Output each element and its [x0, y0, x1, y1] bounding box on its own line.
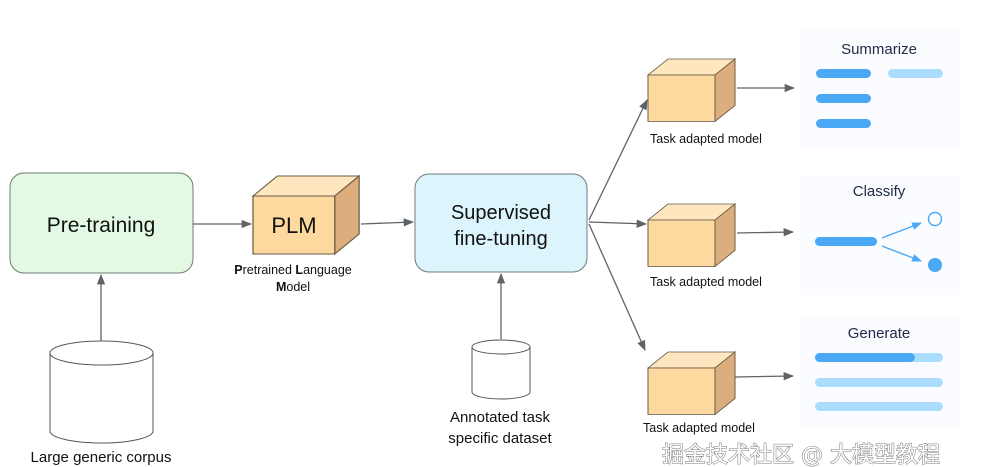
dataset-label-line1: Annotated task	[450, 409, 551, 426]
class-open-circle-icon	[927, 211, 943, 227]
classify-arrow	[881, 245, 922, 262]
classify-panel	[800, 175, 960, 295]
corpus-label: Large generic corpus	[31, 449, 172, 466]
dataset-cylinder-icon	[471, 339, 531, 400]
finetune-label-line2: fine-tuning	[454, 228, 547, 250]
classify-title: Classify	[853, 183, 906, 200]
summary-bar	[888, 69, 943, 78]
plm-label: PLM	[271, 213, 316, 238]
generate-bar	[815, 402, 943, 411]
task-model-label: Task adapted model	[650, 132, 762, 146]
generate-bar-progress	[815, 353, 915, 362]
finetune-to-model1-arrow	[588, 99, 648, 221]
task-model-label: Task adapted model	[650, 275, 762, 289]
generate-title: Generate	[848, 325, 911, 342]
finetune-to-model3-arrow	[588, 223, 646, 351]
task-model-cube-icon	[647, 351, 736, 415]
class-filled-circle-icon	[928, 258, 942, 272]
classify-arrow	[881, 222, 922, 239]
model3-to-generate-arrow	[734, 372, 795, 381]
finetune-node: Supervised fine-tuning	[414, 173, 588, 273]
task-model-cube-icon	[647, 58, 736, 122]
plm-to-finetune-arrow	[360, 218, 415, 227]
task-model-label: Task adapted model	[643, 421, 755, 435]
task-model-cube-icon	[647, 203, 736, 267]
corpus-cylinder-icon	[49, 340, 154, 444]
generate-bar	[815, 378, 943, 387]
summary-bar	[816, 94, 871, 103]
plm-caption-line2: Model	[276, 280, 310, 294]
watermark: 掘金技术社区 @ 大模型教程	[662, 443, 940, 467]
summarize-panel	[800, 30, 960, 150]
finetune-to-model2-arrow	[588, 219, 648, 228]
plm-caption-line1: Pretrained Language	[234, 263, 352, 277]
pretraining-node: Pre-training	[9, 172, 194, 274]
model2-to-classify-arrow	[736, 228, 795, 237]
dataset-label-line2: specific dataset	[448, 430, 552, 447]
summary-bar	[816, 69, 871, 78]
summary-bar	[816, 119, 871, 128]
pretraining-label: Pre-training	[47, 214, 156, 237]
summarize-title: Summarize	[841, 41, 917, 58]
finetune-label-line1: Supervised	[451, 202, 551, 224]
classify-input-bar	[815, 237, 877, 246]
